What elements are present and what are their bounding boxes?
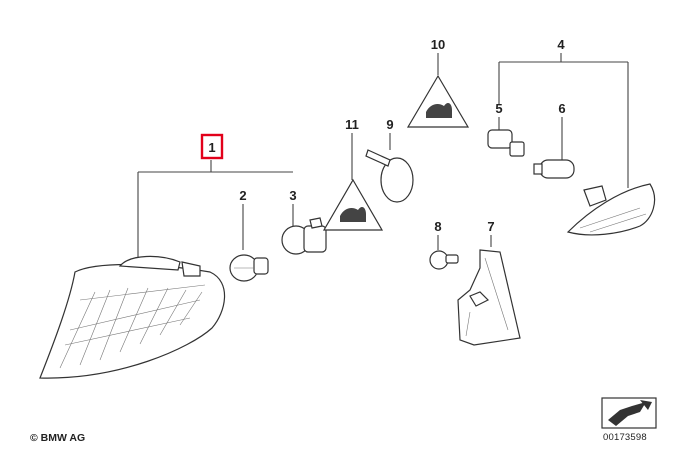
bulb-5 (487, 129, 525, 157)
callout-8[interactable]: 8 (434, 219, 441, 234)
callout-3[interactable]: 3 (289, 188, 296, 203)
callout-1[interactable]: 1 (208, 140, 215, 155)
side-repeater-4 (566, 183, 655, 236)
callout-9[interactable]: 9 (386, 117, 393, 132)
document-number: 00173598 (603, 432, 647, 443)
bulb-socket-3 (281, 217, 327, 255)
copyright-text: © BMW AG (30, 432, 86, 444)
callout-11[interactable]: 11 (345, 117, 359, 132)
callout-6[interactable]: 6 (558, 101, 565, 116)
warning-label-11 (322, 178, 384, 231)
leader-lines (137, 53, 629, 258)
turn-indicator-housing (39, 255, 226, 379)
retaining-clip-9 (365, 149, 414, 203)
callout-5[interactable]: 5 (495, 101, 502, 116)
bulb-2 (229, 254, 269, 282)
callout-10[interactable]: 10 (431, 37, 445, 52)
warning-label-10 (406, 74, 470, 128)
callout-2[interactable]: 2 (239, 188, 246, 203)
bracket-7 (457, 249, 521, 346)
callout-4[interactable]: 4 (557, 37, 565, 52)
orientation-arrow-icon (601, 397, 657, 429)
callout-7[interactable]: 7 (487, 219, 494, 234)
bulb-6 (533, 159, 575, 179)
callout-numbers: 1 2 3 4 5 6 7 8 9 10 11 (200, 37, 566, 234)
clip-8 (429, 250, 459, 270)
selected-part-highlight (200, 133, 224, 160)
